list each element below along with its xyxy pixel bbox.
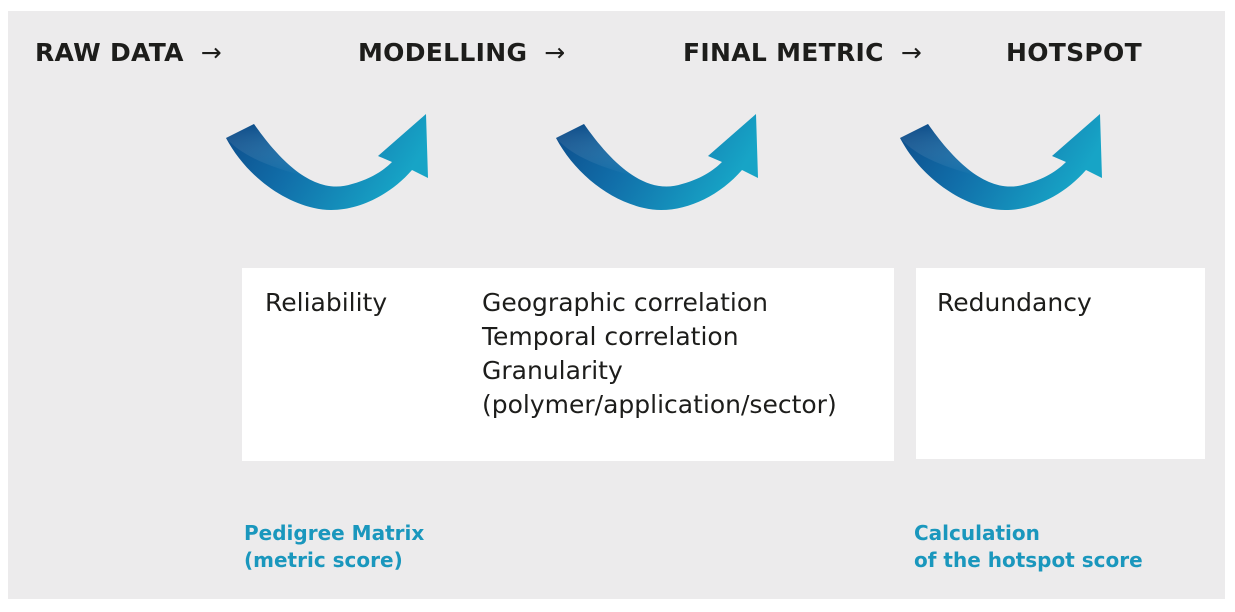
right-arrow-icon: → (544, 38, 566, 67)
right-arrow-icon: → (200, 38, 223, 67)
curved-arrow-icon (556, 114, 758, 211)
pedigree-matrix-note: Pedigree Matrix (metric score) (244, 520, 424, 574)
list-item: Granularity (482, 356, 623, 385)
hotspot-box (916, 268, 1205, 459)
stage-label: MODELLING (358, 38, 528, 67)
curved-arrow-icon (900, 114, 1102, 211)
stage-final-metric: FINAL METRIC → (683, 38, 922, 67)
stage-modelling: MODELLING → (358, 38, 566, 67)
stage-raw-data: RAW DATA → (35, 38, 222, 67)
note-line: Pedigree Matrix (244, 521, 425, 545)
hotspot-score-note: Calculation of the hotspot score (914, 520, 1143, 574)
stage-label: HOTSPOT (1006, 38, 1142, 67)
stage-label: RAW DATA (35, 38, 184, 67)
stage-hotspot: HOTSPOT (1006, 38, 1142, 67)
curved-arrow-icon (226, 114, 428, 211)
reliability-label: Reliability (265, 288, 388, 317)
pedigree-box (242, 268, 894, 461)
correlation-list: Geographic correlation Temporal correlat… (482, 286, 837, 422)
list-item: Geographic correlation (482, 288, 769, 317)
note-line: (metric score) (244, 548, 403, 572)
redundancy-label: Redundancy (937, 288, 1092, 317)
stage-label: FINAL METRIC (683, 38, 884, 67)
right-arrow-icon: → (900, 38, 923, 67)
list-item: Temporal correlation (482, 322, 739, 351)
note-line: Calculation (914, 521, 1040, 545)
note-line: of the hotspot score (914, 548, 1143, 572)
list-item: (polymer/application/sector) (482, 390, 837, 419)
